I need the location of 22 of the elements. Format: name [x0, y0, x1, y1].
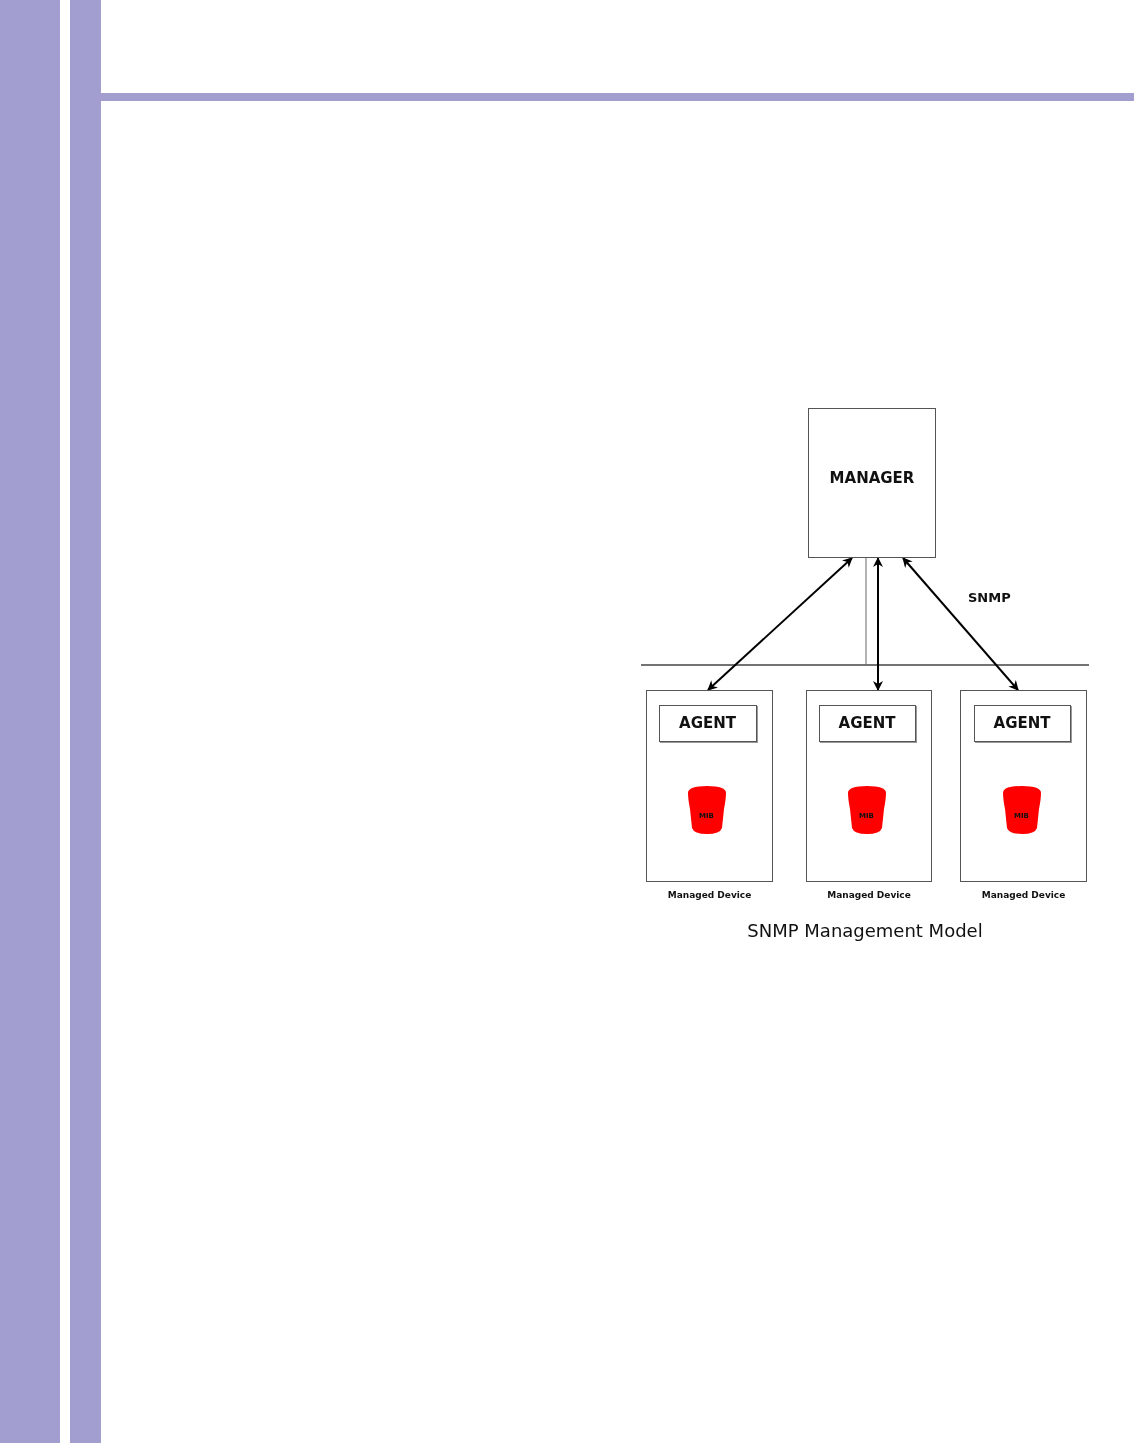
- device-caption: Managed Device: [667, 890, 752, 900]
- device-box: [960, 690, 1087, 882]
- bidirectional-arrow: [873, 557, 883, 691]
- bidirectional-arrow: [902, 557, 1019, 691]
- agent-label: AGENT: [838, 714, 896, 732]
- agent-label: AGENT: [993, 714, 1051, 732]
- device-caption: Managed Device: [981, 890, 1066, 900]
- agent-label: AGENT: [679, 714, 736, 732]
- agent-box: [973, 704, 1071, 742]
- device-box: [806, 690, 932, 882]
- database-cylinder: [845, 784, 888, 835]
- device-caption: Managed Device: [827, 890, 911, 900]
- bidirectional-arrow: [707, 557, 853, 691]
- manager-box: [808, 408, 936, 558]
- protocol-label: SNMP: [968, 590, 1011, 605]
- manager-label: MANAGER: [829, 469, 915, 487]
- database-cylinder: [685, 784, 728, 835]
- device-box: [646, 690, 773, 882]
- agent-box: [658, 704, 757, 742]
- database-cylinder: [1000, 784, 1043, 835]
- agent-box: [818, 704, 916, 742]
- figure-caption: SNMP Management Model: [747, 920, 983, 941]
